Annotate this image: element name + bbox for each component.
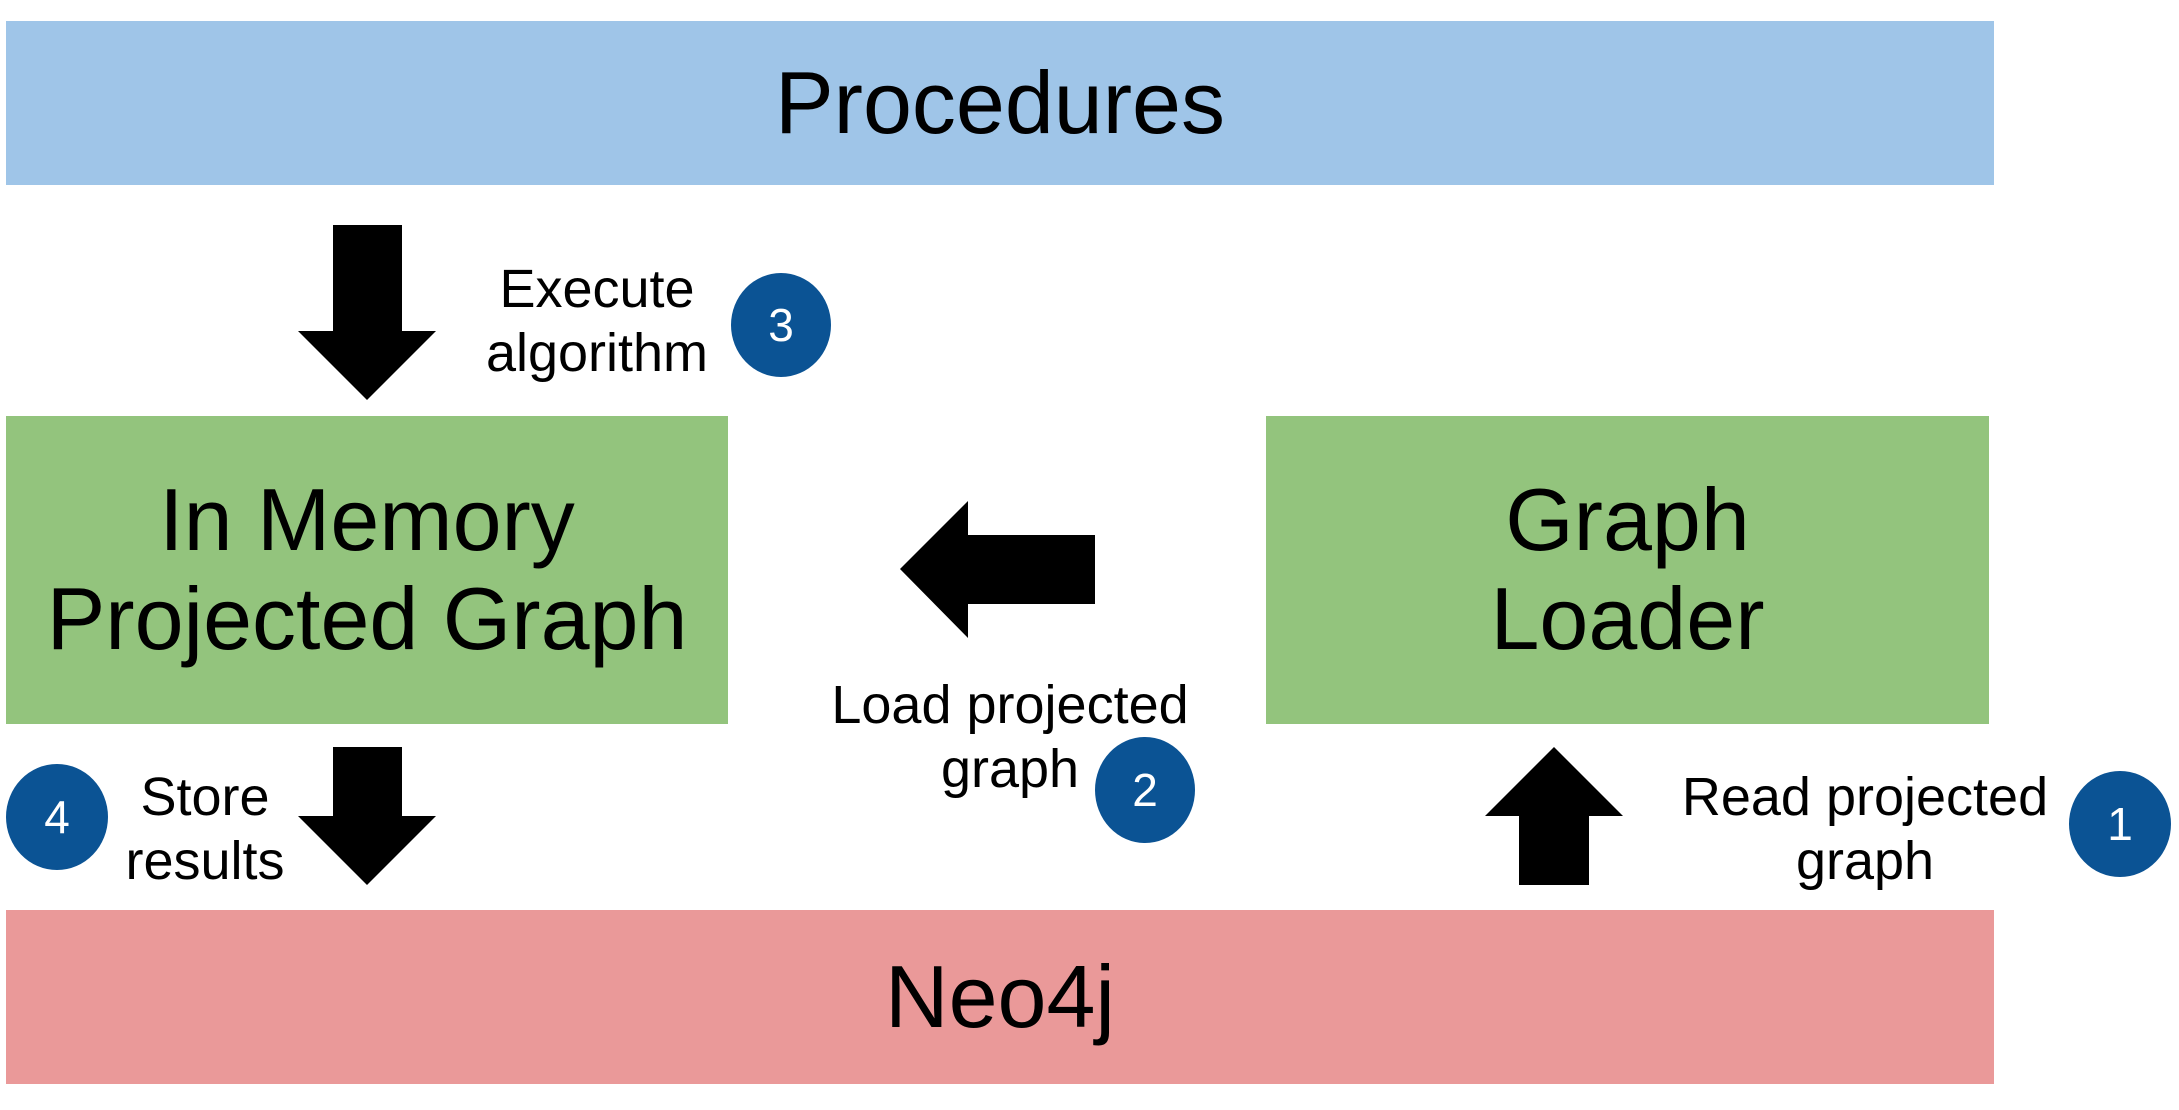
store-results-arrow-down-icon [298,747,436,885]
procedures-box: Procedures [6,21,1994,185]
graph-loader-box: Graph Loader [1266,416,1989,724]
graph-loader-label: Graph Loader [1490,470,1765,668]
step-4-label: Store results [125,767,285,891]
in-memory-projected-graph-box: In Memory Projected Graph [6,416,728,724]
load-projected-graph-arrow-left-icon [900,501,1095,638]
step-3-badge: 3 [731,273,831,377]
step-2-badge: 2 [1095,737,1195,843]
step-2-label: Load projected graph [831,675,1189,799]
execute-algorithm-arrow-down-icon [298,225,436,400]
read-projected-graph-arrow-up-icon [1485,747,1623,885]
neo4j-box: Neo4j [6,910,1994,1084]
step-1-badge: 1 [2069,771,2171,877]
step-3-label: Execute algorithm [485,259,709,383]
procedures-label: Procedures [774,52,1225,152]
step-1-label: Read projected graph [1681,767,2049,891]
step-4-badge: 4 [6,764,108,870]
neo4j-label: Neo4j [885,946,1115,1046]
in-memory-projected-graph-label: In Memory Projected Graph [46,470,688,668]
